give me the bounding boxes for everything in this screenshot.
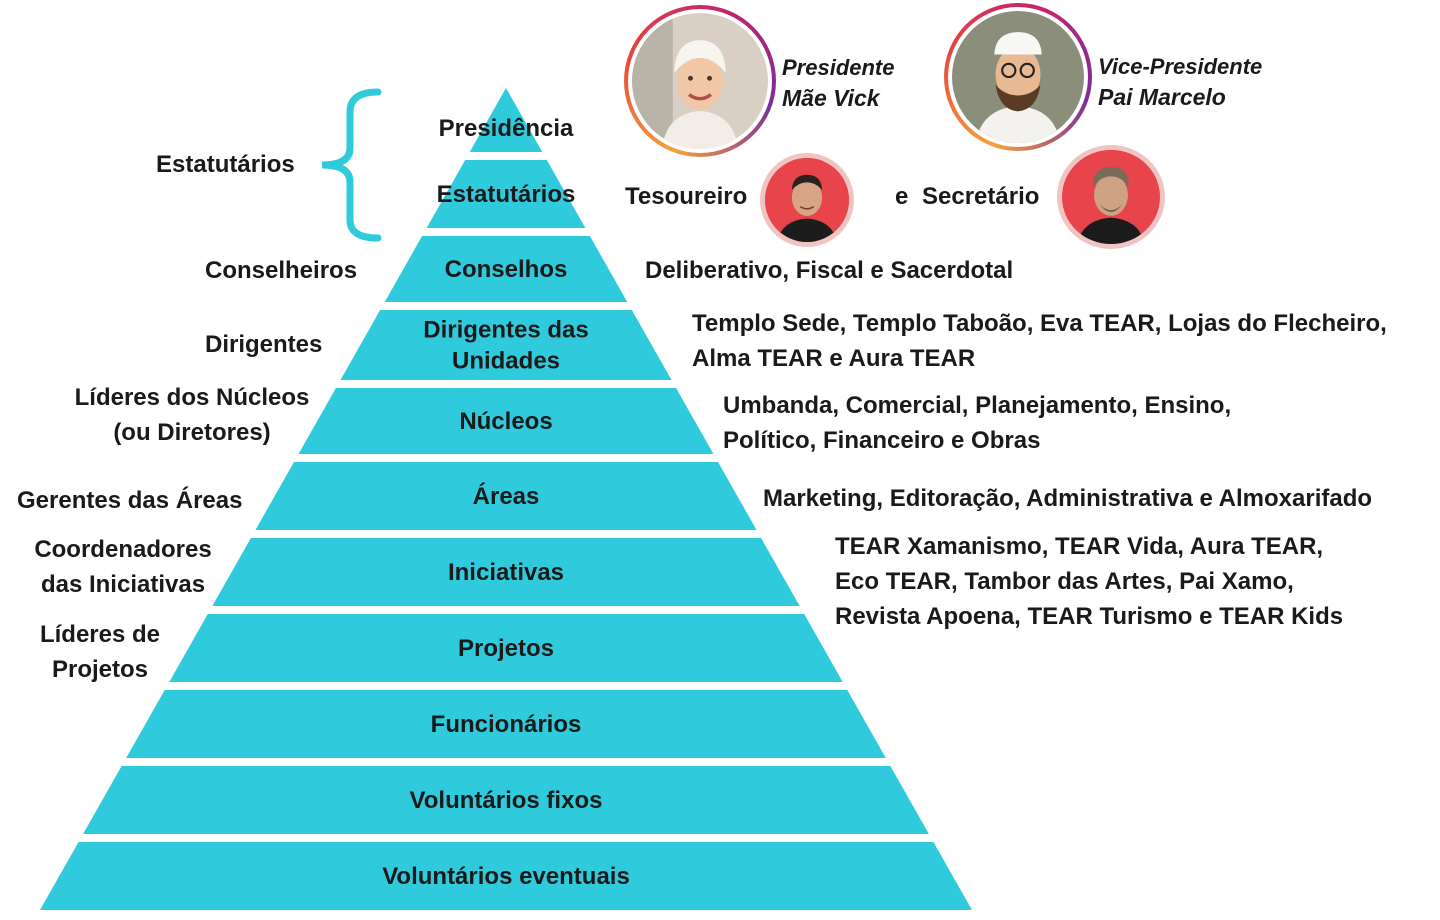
pyramid-tier-label: Conselhos	[445, 256, 568, 283]
portrait-man-icon	[952, 11, 1084, 143]
presidente-caption: Presidente Mãe Vick	[782, 55, 895, 111]
pyramid-tier-label: Voluntários eventuais	[382, 863, 630, 890]
left-label-lideres-nucleos: Líderes dos Núcleos (ou Diretores)	[74, 384, 310, 446]
pyramid-tier	[126, 690, 886, 758]
left-label-gerentes: Gerentes das Áreas	[17, 487, 243, 514]
pyramid-tier-label: Núcleos	[459, 408, 552, 435]
portrait-man-icon	[765, 158, 849, 242]
pyramid-tier	[426, 160, 586, 228]
pyramid-tier-label: Projetos	[458, 635, 554, 662]
pyramid-tier-label: Voluntários fixos	[410, 787, 603, 814]
pyramid-tier	[469, 88, 543, 152]
nucleos-description: Umbanda, Comercial, Planejamento, Ensino…	[723, 392, 1232, 454]
pyramid-tier	[298, 388, 714, 454]
left-label-estatutarios: Estatutários	[156, 151, 295, 178]
pyramid-tier-label: Funcionários	[431, 711, 582, 738]
pyramid-tier	[340, 310, 672, 380]
portrait-woman-icon	[632, 13, 768, 149]
pyramid-tier	[83, 766, 929, 834]
pyramid-tier	[384, 236, 628, 302]
pyramid-tier	[212, 538, 800, 606]
areas-description: Marketing, Editoração, Administrativa e …	[763, 485, 1373, 512]
conjunction-e: e	[895, 183, 909, 210]
left-label-lideres-projetos: Líderes de Projetos	[39, 621, 161, 683]
left-label-coordenadores: Coordenadores das Iniciativas	[34, 536, 212, 598]
curly-bracket	[321, 88, 382, 242]
pyramid-tier	[169, 614, 843, 682]
left-label-conselheiros: Conselheiros	[205, 257, 358, 284]
presidente-avatar	[624, 5, 776, 157]
iniciativas-description: TEAR Xamanismo, TEAR Vida, Aura TEAR, Ec…	[835, 533, 1344, 630]
pyramid-tier-label: Áreas	[473, 482, 540, 510]
tesoureiro-label: Tesoureiro	[625, 183, 748, 210]
left-label-dirigentes: Dirigentes	[205, 331, 323, 358]
pyramid-tier-label: Presidência	[439, 115, 574, 142]
tesoureiro-avatar	[760, 153, 854, 247]
unidades-description: Templo Sede, Templo Taboão, Eva TEAR, Lo…	[692, 310, 1387, 372]
pyramid-tier-label: Estatutários	[437, 181, 576, 208]
secretario-label: Secretário	[922, 183, 1040, 210]
conselhos-description: Deliberativo, Fiscal e Sacerdotal	[645, 257, 1014, 284]
pyramid-tier	[40, 842, 972, 910]
pyramid-tier	[255, 462, 757, 530]
portrait-man-icon	[1064, 150, 1158, 244]
vice-presidente-avatar	[944, 3, 1092, 151]
pyramid-tier-label: Iniciativas	[448, 559, 564, 586]
secretario-avatar	[1057, 145, 1165, 249]
vice-presidente-caption: Vice-Presidente Pai Marcelo	[1098, 54, 1263, 110]
